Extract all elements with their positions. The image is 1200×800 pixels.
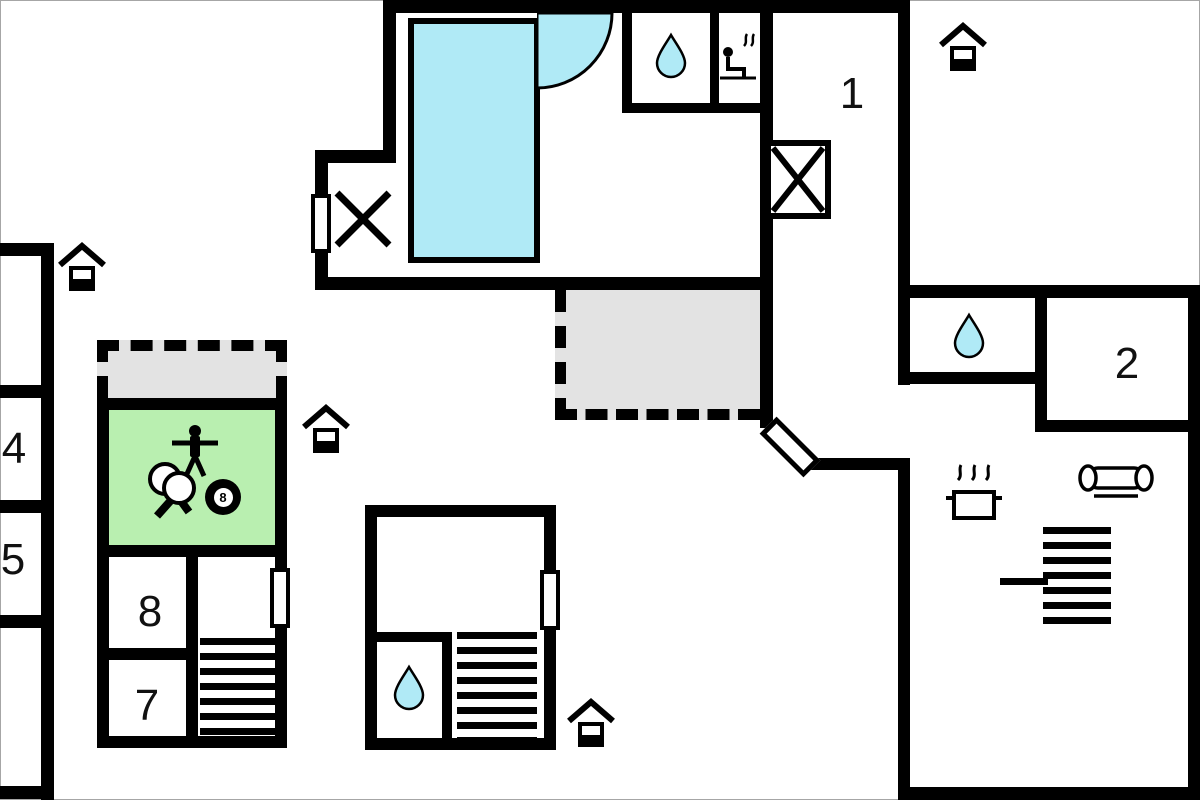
entrance-house-icon: [57, 242, 107, 294]
wall: [544, 505, 556, 570]
eight-ball-icon: 8: [205, 479, 241, 515]
sofa-icon: [1076, 462, 1156, 506]
wall: [0, 243, 54, 256]
entrance-house-icon: [938, 22, 988, 74]
wall: [315, 150, 396, 163]
wall: [0, 615, 41, 628]
wall: [622, 0, 632, 113]
wall: [365, 738, 556, 750]
wall: [1035, 298, 1047, 432]
wall: [365, 505, 556, 517]
water-drop-icon: [652, 32, 690, 80]
wall: [622, 103, 773, 113]
shaft-x-box: [765, 140, 831, 219]
terrace-patio: [555, 290, 760, 420]
wall: [97, 398, 287, 410]
wall: [898, 0, 910, 385]
wall: [275, 398, 287, 568]
wall: [97, 648, 198, 660]
shaft-x-mark: [332, 188, 394, 250]
water-drop-icon: [950, 312, 988, 360]
wall: [910, 372, 1047, 384]
wall: [186, 545, 198, 748]
sauna-icon: [716, 30, 760, 86]
room-label-7: 7: [134, 681, 160, 730]
wall: [365, 505, 377, 750]
wall: [383, 0, 910, 13]
wall: [383, 0, 396, 163]
wall: [0, 385, 41, 398]
foosball-player-icon: [158, 422, 232, 484]
room-label-4: 4: [1, 424, 27, 473]
wall: [0, 500, 41, 513]
wall: [315, 150, 328, 194]
room-label-8: 8: [137, 587, 163, 636]
door: [270, 568, 290, 628]
wall: [365, 632, 452, 642]
entrance-house-icon: [301, 404, 351, 456]
wall: [1035, 420, 1200, 432]
eight-ball-number: 8: [213, 487, 233, 507]
wall: [760, 0, 773, 150]
swimming-pool: [408, 18, 540, 263]
table-tennis-paddles-icon: [143, 458, 203, 522]
stair-handrail: [1000, 578, 1048, 585]
room-label-5: 5: [0, 535, 26, 584]
wall: [898, 285, 1200, 298]
stairs-middle-building: [457, 632, 537, 738]
cooking-pot-icon: [946, 452, 1002, 532]
wall: [0, 786, 54, 799]
wall: [898, 787, 1200, 800]
entrance-door-diagonal: [759, 416, 821, 478]
water-drop-icon: [390, 664, 428, 712]
wall: [97, 398, 109, 748]
terrace-game-room: [97, 340, 287, 398]
door-swing-arc: [537, 13, 615, 91]
stairs-game-building: [200, 638, 275, 738]
room-label-2: 2: [1114, 339, 1140, 388]
wall: [710, 0, 719, 113]
entrance-house-icon: [566, 698, 616, 750]
wall: [898, 458, 910, 800]
wall: [41, 243, 54, 800]
wall: [275, 628, 287, 748]
wall: [544, 630, 556, 750]
wall: [1188, 285, 1200, 800]
door: [540, 570, 560, 630]
wall: [810, 458, 910, 470]
wall: [442, 632, 452, 748]
door: [311, 194, 331, 253]
stairs-right-building: [1043, 527, 1111, 628]
room-label-1: 1: [839, 69, 865, 118]
wall: [315, 277, 772, 290]
